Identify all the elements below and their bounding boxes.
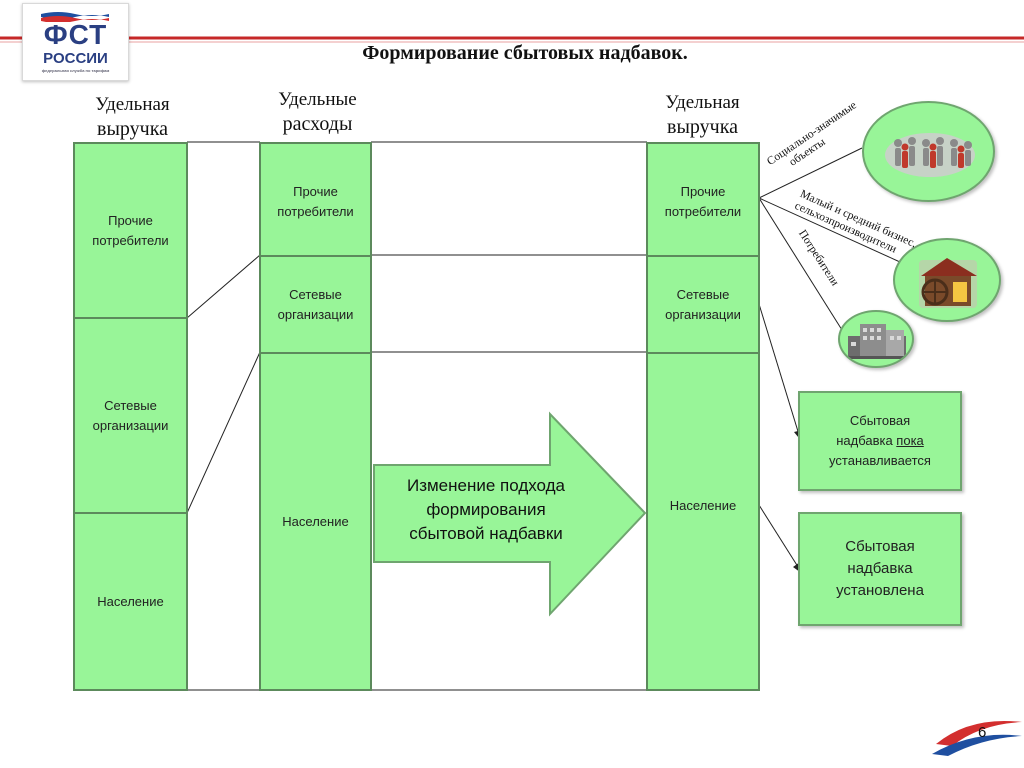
header-left: Удельная выручка (60, 92, 205, 142)
markup-set-box: Сбытовая надбавка установлена (798, 512, 962, 626)
left-population: Население (73, 512, 188, 691)
fst-logo: ФСТ РОССИИ федеральная служба по тарифам (22, 3, 129, 81)
header-right-line2: выручка (667, 116, 738, 138)
logo-caption: федеральная служба по тарифам (41, 68, 110, 73)
header-middle-line2: расходы (282, 113, 353, 135)
header-left-line1: Удельная (95, 94, 170, 115)
middle-other-line1: Прочие (293, 184, 338, 199)
right-grid-line2: организации (665, 306, 741, 322)
consumers-circle (838, 310, 914, 368)
markup-pending-line1: Сбытовая (849, 413, 911, 428)
header-left-line2: выручка (97, 118, 168, 140)
middle-grid-line1: Сетевые (289, 286, 342, 302)
left-grid-organizations: Сетевые организации (73, 317, 188, 514)
change-approach-arrow (373, 411, 647, 617)
markup-pending-underlined: пока (896, 433, 924, 448)
arrow-text-line2: формирования (426, 500, 546, 519)
header-middle: Удельные расходы (245, 87, 390, 137)
markup-pending-box: Сбытовая надбавка пока устанавливается (798, 391, 962, 491)
markup-set-line2: надбавка (847, 560, 913, 577)
page-number: 6 (978, 724, 987, 741)
small-business-circle (893, 238, 1001, 322)
markup-pending-line2-text: надбавка (836, 433, 897, 448)
header-middle-line1: Удельные (278, 89, 357, 110)
middle-population: Население (259, 352, 372, 691)
arrow-text-line3: сбытовой надбавки (409, 524, 563, 543)
header-line (0, 36, 1024, 43)
left-population-label: Население (97, 593, 164, 609)
middle-other-consumers: Прочие потребители (259, 142, 372, 257)
markup-set-line1: Сбытовая (845, 538, 915, 555)
right-population-label: Население (669, 498, 737, 513)
right-population: Население (646, 352, 760, 691)
social-objects-circle (862, 101, 995, 202)
markup-pending-line2: надбавка пока (829, 431, 931, 451)
left-grid-line1: Сетевые (104, 397, 157, 413)
building-icon (846, 324, 908, 359)
footer-swoosh (932, 720, 1022, 756)
arrow-text: Изменение подхода формирования сбытовой … (377, 474, 595, 546)
logo-subtitle: РОССИИ (43, 50, 108, 67)
right-other-line1: Прочие (680, 184, 726, 199)
right-other-line2: потребители (664, 204, 742, 219)
flag-icon (41, 12, 109, 22)
markup-pending-line3: устанавливается (829, 453, 931, 468)
right-grid-line1: Сетевые (676, 286, 730, 302)
logo-title: ФСТ (43, 19, 108, 50)
markup-set-line3: установлена (836, 582, 924, 599)
watermill-icon (919, 258, 977, 308)
left-other-consumers: Прочие потребители (73, 142, 188, 319)
left-other-line1: Прочие (108, 212, 153, 228)
people-map-icon (885, 133, 975, 177)
left-other-line2: потребители (92, 232, 169, 248)
middle-grid-line2: организации (277, 306, 354, 322)
right-other-consumers: Прочие потребители (646, 142, 760, 257)
page-title: Формирование сбытовых надбавок. (362, 42, 688, 64)
header-right-line1: Удельная (665, 92, 740, 113)
right-grid-organizations: Сетевые организации (646, 255, 760, 354)
middle-other-line2: потребители (277, 204, 354, 219)
header-right: Удельная выручка (630, 90, 775, 140)
left-grid-line2: организации (92, 417, 169, 433)
middle-grid-organizations: Сетевые организации (259, 255, 372, 354)
middle-population-label: Население (282, 513, 349, 529)
arrow-text-line1: Изменение подхода (406, 476, 566, 495)
